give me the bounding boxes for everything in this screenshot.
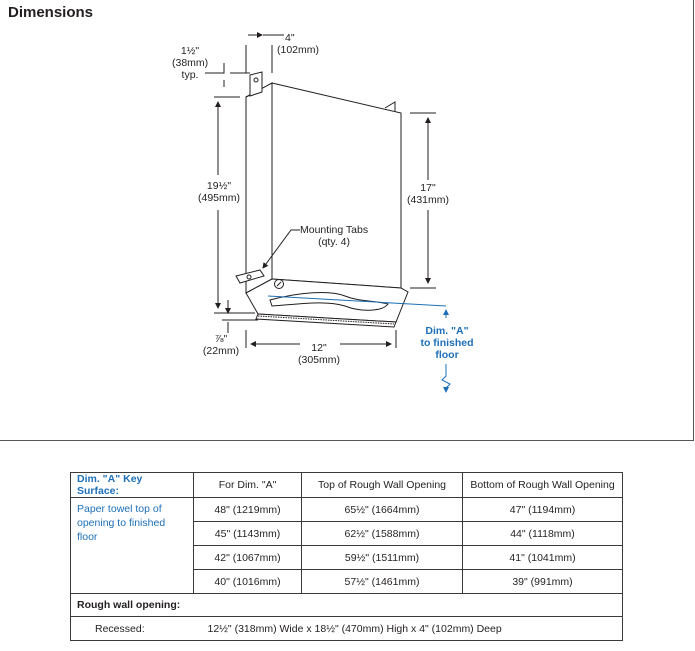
dim-height-total: 19½" (495mm) [197,180,240,204]
table-cell: 48" (1219mm) [193,497,302,522]
recessed-value: 12½" (318mm) Wide x 18½" (470mm) High x … [193,616,623,641]
dim-width: 12" (305mm) [297,342,340,366]
dim-a-label: Dim. "A" to finished floor [420,325,474,361]
dim-depth: 4" (102mm) [277,32,320,56]
recessed-label: Recessed: [70,616,194,641]
table-cell: 41" (1041mm) [462,545,623,570]
drawing-frame [0,0,694,441]
table-cell: 40" (1016mm) [193,569,302,594]
bottom-tab-left [235,269,265,284]
dim-tab-width: 1½" (38mm) typ. [172,45,209,81]
table-cell: 42" (1067mm) [193,545,302,570]
header-top-opening: Top of Rough Wall Opening [301,472,463,498]
dim-bottom: ⅞" (22mm) [202,333,240,357]
header-dim-a: For Dim. "A" [193,472,302,498]
rough-opening-heading: Rough wall opening: [70,593,623,617]
page-title: Dimensions [8,4,94,21]
top-tab-right [384,101,396,112]
dim-height-back: 17" (431mm) [406,182,449,206]
recessed-row: Recessed: 12½" (318mm) Wide x 18½" (470m… [70,616,623,641]
header-bottom-opening: Bottom of Rough Wall Opening [462,472,623,498]
rough-opening-heading-row: Rough wall opening: [70,593,623,617]
table-cell: 59½" (1511mm) [301,545,463,570]
table-cell: 45" (1143mm) [193,521,302,546]
table-row: 42" (1067mm) 59½" (1511mm) 41" (1041mm) [71,545,623,570]
key-surface-desc: Paper towel top of opening to finished f… [70,497,194,594]
table-row: 40" (1016mm) 57½" (1461mm) 39" (991mm) [71,569,623,594]
table-row: Paper towel top of opening to finished f… [70,497,623,594]
table-cell: 65½" (1664mm) [301,497,463,522]
table-cell: 62½" (1588mm) [301,521,463,546]
towel-opening [269,292,389,311]
table-header-row: Dim. "A" Key Surface: For Dim. "A" Top o… [70,472,623,498]
table-cell: 57½" (1461mm) [301,569,463,594]
mounting-tabs-label: Mounting Tabs (qty. 4) [300,224,369,248]
table-cell: 47" (1194mm) [462,497,623,522]
table-cell: 39" (991mm) [462,569,623,594]
header-key-surface: Dim. "A" Key Surface: [70,472,194,498]
cabinet-front [271,82,402,289]
dispenser-dimension-drawing [205,32,451,393]
table-cell: 44" (1118mm) [462,521,623,546]
rough-opening-table: Dim. "A" Key Surface: For Dim. "A" Top o… [70,472,623,641]
top-tab-left [249,71,263,97]
